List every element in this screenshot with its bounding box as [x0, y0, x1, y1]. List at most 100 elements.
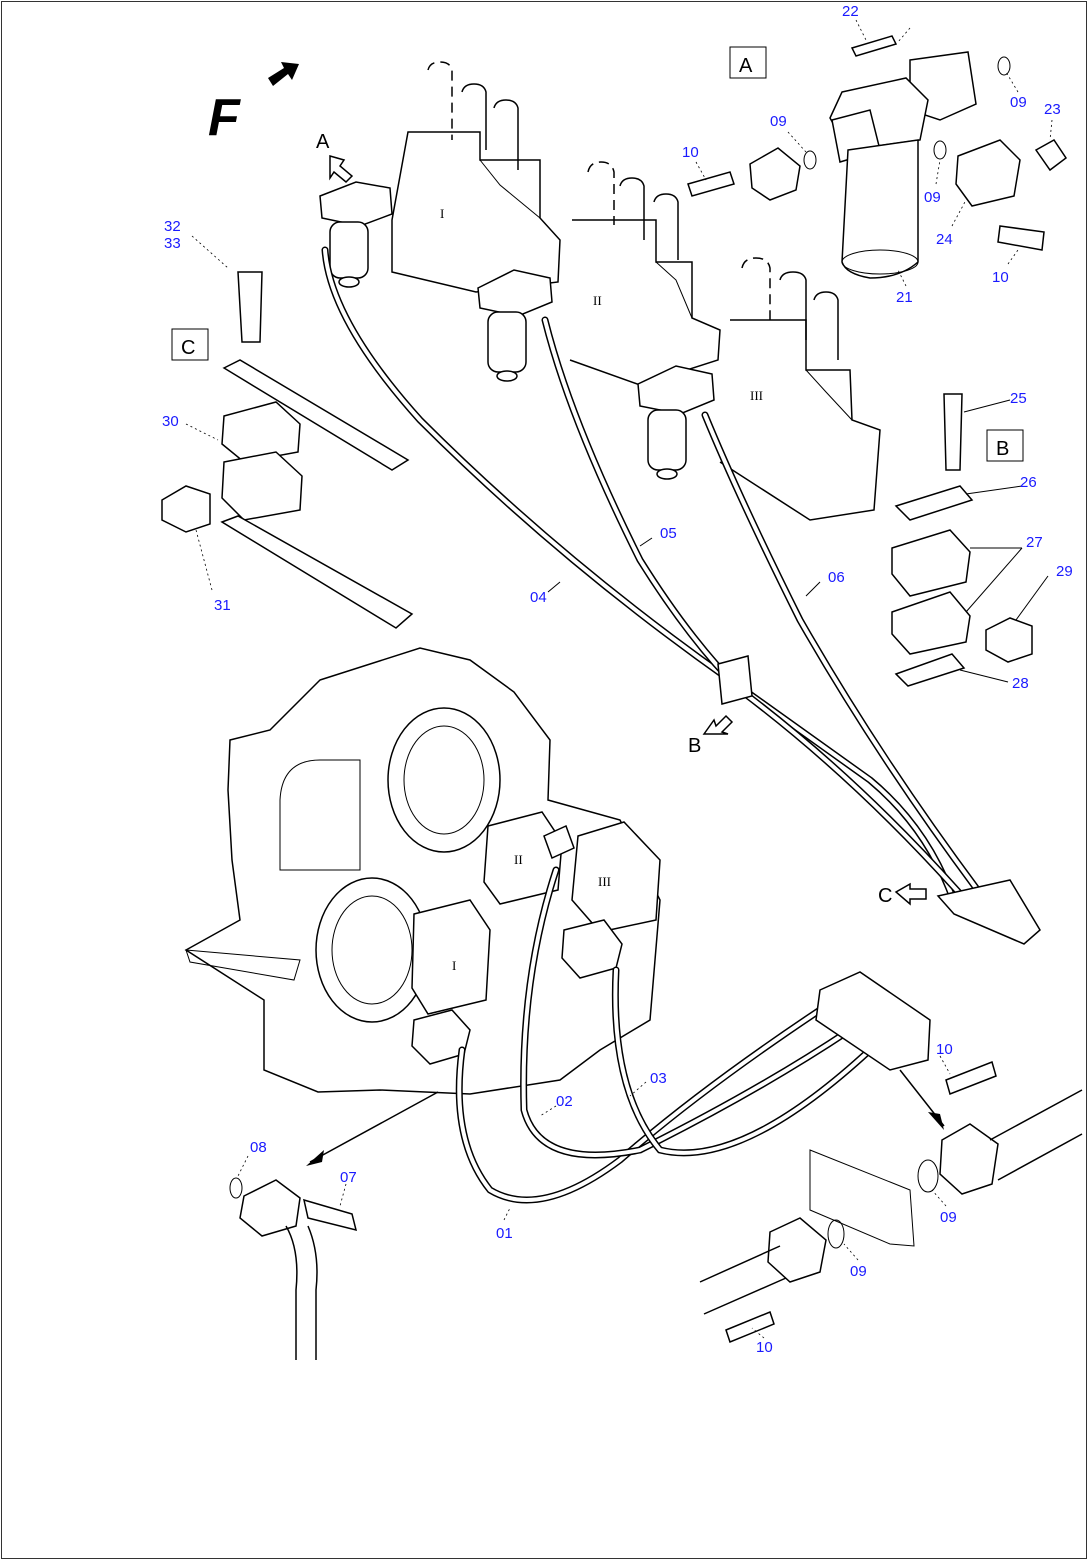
flange-detail-lower	[699, 1149, 915, 1343]
o-ring-09-b	[933, 140, 947, 160]
callout-29: 29	[1056, 563, 1073, 580]
upper-valve-block-ii: II	[569, 161, 721, 386]
elbow-fitting-detail	[229, 1091, 439, 1360]
valve-i-roman-label: I	[440, 206, 444, 221]
lower-valve-i: I	[411, 899, 491, 1015]
view-b-pointer-label: B	[688, 735, 701, 757]
lower-valve-ii-label: II	[514, 852, 523, 867]
hose-03	[611, 966, 874, 1157]
front-direction-indicator: F	[208, 62, 299, 147]
callout-10-c: 10	[936, 1041, 953, 1058]
callout-28: 28	[1012, 675, 1029, 692]
callout-09-d: 09	[940, 1209, 957, 1226]
pressure-switch-valve-i	[319, 181, 393, 288]
view-b-pointer: B	[688, 714, 734, 757]
lower-valve-iii-label: III	[598, 874, 611, 889]
front-direction-label: F	[208, 89, 241, 147]
callout-09-b: 09	[770, 113, 787, 130]
bolt-25	[943, 393, 963, 471]
callout-09-c: 09	[924, 189, 941, 206]
pressure-switch-valve-ii	[477, 269, 553, 382]
callout-04: 04	[530, 589, 547, 606]
view-c-pointer-label: C	[878, 885, 892, 907]
view-b-arrow-icon	[702, 714, 734, 735]
bolt-10-top-left	[687, 171, 735, 197]
bolt-32-33	[237, 271, 263, 343]
pressure-switch-valve-iii	[637, 365, 715, 480]
bolt-22	[850, 35, 898, 57]
upper-valve-block-iii: III	[719, 257, 881, 521]
lower-valve-iii: III	[571, 821, 661, 933]
direction-arrow-icon	[268, 62, 299, 86]
callout-31: 31	[214, 597, 231, 614]
bolt-10-top-right	[997, 225, 1045, 251]
callout-10-d: 10	[756, 1339, 773, 1356]
clamp-plate-lower	[220, 515, 414, 629]
leader-lines	[185, 19, 1053, 1339]
flange-arrow-icon	[928, 1112, 944, 1130]
callout-10-a: 10	[682, 144, 699, 161]
o-ring-09-e	[827, 1219, 845, 1249]
valve-ii-roman-label: II	[593, 293, 602, 308]
nut-29	[985, 617, 1033, 663]
callout-09-a: 09	[1010, 94, 1027, 111]
callout-24: 24	[936, 231, 953, 248]
callout-27: 27	[1026, 534, 1043, 551]
callout-25: 25	[1010, 390, 1027, 407]
manifold-block	[815, 879, 1041, 1071]
callout-10-b: 10	[992, 269, 1009, 286]
clamp-b-on-hoses	[717, 655, 753, 705]
clamp-set-c	[161, 271, 414, 629]
bolt-07	[302, 1198, 358, 1232]
callout-09-e: 09	[850, 1263, 867, 1280]
transmission-housing	[184, 647, 661, 1095]
clamp-plate-28	[894, 653, 966, 687]
view-b-label: B	[996, 438, 1009, 460]
bolt-10-bottom	[725, 1311, 775, 1343]
callout-06: 06	[828, 569, 845, 586]
callout-21: 21	[896, 289, 913, 306]
callout-30: 30	[162, 413, 179, 430]
clamp-half-30-upper	[221, 401, 301, 463]
view-a-pointer: A	[316, 131, 354, 184]
o-ring-09-c	[997, 56, 1011, 76]
view-c-label: C	[181, 337, 195, 359]
valve-iii-roman-label: III	[750, 388, 763, 403]
part-callouts: 22 09 23 09 10 09 24 10 21 32 33 30 31 2…	[162, 3, 1073, 1356]
view-c-arrow-icon	[894, 882, 927, 906]
view-marker-b-box: B	[986, 429, 1024, 462]
filter-assembly-21	[829, 51, 977, 279]
sensor-23	[1034, 139, 1068, 172]
hose-01	[455, 1006, 824, 1204]
callout-07: 07	[340, 1169, 357, 1186]
callout-03: 03	[650, 1070, 667, 1087]
callout-22: 22	[842, 3, 859, 20]
lower-valve-i-label: I	[452, 958, 456, 973]
o-ring-09-d	[917, 1159, 939, 1193]
view-a-label: A	[739, 55, 753, 77]
callout-32: 32	[164, 218, 181, 235]
clamp-half-30-lower	[221, 451, 303, 521]
hose-04	[321, 246, 959, 909]
nut-31	[161, 485, 211, 533]
callout-01: 01	[496, 1225, 513, 1242]
callout-26: 26	[1020, 474, 1037, 491]
view-marker-a-box: A	[729, 46, 767, 79]
view-a-arrow-icon	[329, 155, 354, 184]
clamp-half-27-lower	[891, 591, 971, 655]
lower-valve-ii: II	[483, 811, 563, 905]
detail-arrow-icon	[306, 1150, 324, 1166]
callout-33: 33	[164, 235, 181, 252]
upper-valve-block-i: I	[391, 61, 561, 293]
o-ring-08	[229, 1177, 243, 1199]
hose-fitting-top	[749, 147, 817, 201]
o-ring-09-a	[803, 150, 817, 170]
hose-02	[520, 866, 854, 1159]
cover-plate-24	[933, 56, 1021, 207]
callout-23: 23	[1044, 101, 1061, 118]
bolt-10-mid	[945, 1061, 997, 1095]
callout-05: 05	[660, 525, 677, 542]
hose-05	[541, 316, 974, 909]
